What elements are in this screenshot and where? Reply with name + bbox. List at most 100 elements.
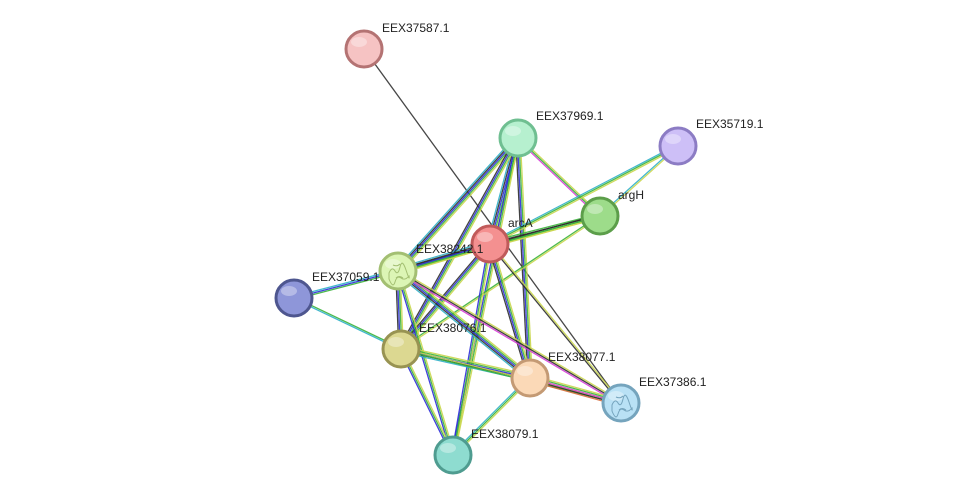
edge-line bbox=[399, 349, 453, 456]
node-circle[interactable] bbox=[658, 126, 698, 166]
node-circle[interactable] bbox=[378, 251, 418, 291]
node-highlight bbox=[388, 337, 404, 347]
edge-line bbox=[489, 145, 679, 245]
node-label: EEX38077.1 bbox=[548, 350, 616, 364]
node-circle[interactable] bbox=[274, 278, 314, 318]
node-circle[interactable] bbox=[510, 358, 550, 398]
node-highlight bbox=[351, 37, 367, 47]
edge-line bbox=[490, 146, 679, 246]
edge-line bbox=[396, 271, 530, 380]
edge-EEX38076.1-EEX38079.1[interactable] bbox=[399, 348, 455, 456]
node-EEX38242.1[interactable]: EEX38242.1 bbox=[378, 242, 484, 291]
node-label: EEX38076.1 bbox=[419, 321, 487, 335]
edge-line bbox=[396, 136, 518, 271]
node-highlight bbox=[477, 232, 493, 242]
edge-line bbox=[453, 244, 493, 456]
edge-line bbox=[401, 346, 531, 378]
edge-EEX38242.1-EEX38077.1[interactable] bbox=[395, 268, 533, 381]
node-circle[interactable] bbox=[344, 29, 384, 69]
node-EEX37969.1[interactable]: EEX37969.1 bbox=[498, 109, 604, 158]
node-highlight bbox=[385, 259, 401, 269]
edge-line bbox=[402, 138, 521, 351]
node-circle[interactable] bbox=[601, 383, 641, 423]
node-arcA[interactable]: arcA bbox=[470, 216, 533, 264]
node-EEX37386.1[interactable]: EEX37386.1 bbox=[601, 375, 707, 423]
edge-line bbox=[489, 144, 678, 244]
edge-line bbox=[515, 138, 529, 379]
edge-line bbox=[398, 269, 623, 403]
node-EEX38079.1[interactable]: EEX38079.1 bbox=[433, 427, 539, 475]
edge-arcA-EEX38079.1[interactable] bbox=[450, 243, 493, 456]
edge-line bbox=[518, 137, 532, 378]
edge-line bbox=[293, 298, 401, 351]
edge-line bbox=[401, 345, 531, 376]
node-label: EEX37059.1 bbox=[312, 270, 380, 284]
edge-line bbox=[399, 139, 521, 274]
edge-line bbox=[490, 243, 532, 378]
node-argH[interactable]: argH bbox=[580, 188, 644, 236]
node-circle[interactable] bbox=[498, 118, 538, 158]
node-highlight bbox=[440, 443, 456, 453]
edge-line bbox=[453, 138, 521, 456]
edge-EEX38242.1-EEX38079.1[interactable] bbox=[395, 270, 456, 456]
edge-line bbox=[519, 137, 533, 378]
node-label: EEX38242.1 bbox=[416, 242, 484, 256]
node-EEX38077.1[interactable]: EEX38077.1 bbox=[510, 350, 616, 398]
edge-line bbox=[401, 348, 455, 455]
node-label: argH bbox=[618, 188, 644, 202]
edge-line bbox=[395, 271, 453, 456]
node-circle[interactable] bbox=[433, 435, 473, 475]
edge-line bbox=[452, 243, 491, 456]
node-circle[interactable] bbox=[470, 224, 510, 264]
edge-line bbox=[488, 244, 530, 379]
edge-EEX37059.1-EEX38076.1[interactable] bbox=[293, 296, 402, 351]
edge-line bbox=[294, 296, 402, 349]
edge-line bbox=[395, 135, 517, 270]
node-highlight bbox=[281, 286, 297, 296]
edge-line bbox=[395, 272, 529, 381]
edge-line bbox=[487, 244, 529, 379]
node-label: EEX37587.1 bbox=[382, 21, 450, 35]
edge-line bbox=[399, 137, 518, 349]
node-highlight bbox=[608, 391, 624, 401]
node-label: EEX37969.1 bbox=[536, 109, 604, 123]
edge-EEX37969.1-EEX38076.1[interactable] bbox=[398, 136, 521, 351]
node-EEX37587.1[interactable]: EEX37587.1 bbox=[344, 21, 450, 69]
node-highlight bbox=[587, 204, 603, 214]
edge-line bbox=[488, 244, 621, 404]
node-EEX37059.1[interactable]: EEX37059.1 bbox=[274, 270, 380, 318]
edge-EEX37969.1-EEX38242.1[interactable] bbox=[395, 135, 521, 274]
edge-EEX37969.1-EEX38077.1[interactable] bbox=[515, 137, 533, 379]
node-EEX38076.1[interactable]: EEX38076.1 bbox=[381, 321, 487, 369]
node-circle[interactable] bbox=[580, 196, 620, 236]
edge-line bbox=[397, 270, 531, 379]
edge-line bbox=[397, 270, 622, 404]
node-EEX35719.1[interactable]: EEX35719.1 bbox=[658, 117, 764, 166]
node-label: EEX35719.1 bbox=[696, 117, 764, 131]
node-highlight bbox=[505, 126, 521, 136]
edge-line bbox=[397, 137, 519, 272]
edge-EEX35719.1-arcA[interactable] bbox=[489, 144, 679, 246]
edge-line bbox=[491, 243, 533, 378]
node-label: arcA bbox=[508, 216, 533, 230]
edge-line bbox=[398, 269, 532, 378]
edge-arcA-EEX37386.1[interactable] bbox=[488, 243, 623, 404]
edge-line bbox=[400, 348, 454, 456]
edge-line bbox=[401, 138, 520, 350]
node-highlight bbox=[517, 366, 533, 376]
edge-line bbox=[450, 243, 490, 455]
node-label: EEX38079.1 bbox=[471, 427, 539, 441]
protein-structure-icon bbox=[388, 262, 410, 286]
edge-line bbox=[398, 270, 456, 455]
node-highlight bbox=[665, 134, 681, 144]
edge-line bbox=[396, 271, 621, 405]
edge-line bbox=[398, 136, 517, 349]
edge-line bbox=[397, 270, 454, 456]
edge-line bbox=[516, 138, 530, 379]
node-circle[interactable] bbox=[381, 329, 421, 369]
edge-arcA-EEX38077.1[interactable] bbox=[487, 243, 533, 379]
edge-EEX38242.1-EEX37386.1[interactable] bbox=[396, 269, 623, 405]
protein-structure-icon bbox=[611, 394, 633, 418]
edge-line bbox=[490, 243, 623, 403]
